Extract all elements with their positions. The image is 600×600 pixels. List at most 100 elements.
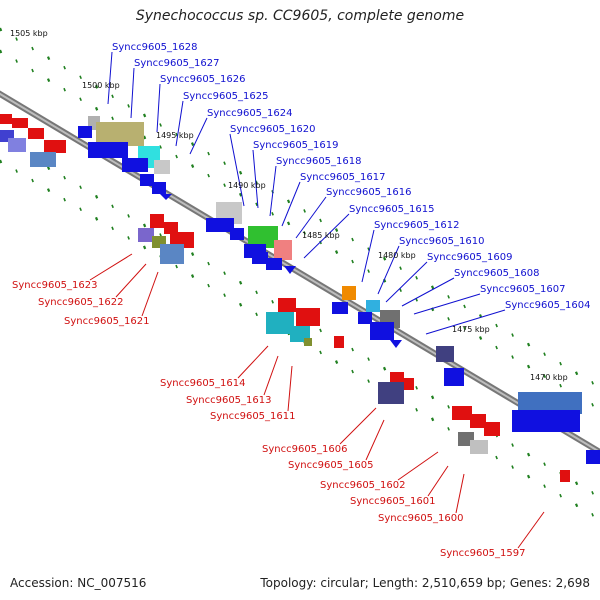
scale-tick bbox=[255, 180, 258, 185]
gene-feature[interactable] bbox=[152, 182, 166, 194]
forward-gene-label[interactable]: Syncc9605_1617 bbox=[300, 172, 386, 183]
gene-feature[interactable] bbox=[470, 414, 486, 428]
scale-tick bbox=[526, 452, 531, 457]
gene-feature[interactable] bbox=[304, 338, 312, 346]
scale-tick bbox=[399, 288, 402, 293]
gene-feature[interactable] bbox=[518, 392, 582, 414]
gene-feature[interactable] bbox=[248, 226, 278, 248]
forward-gene-label[interactable]: Syncc9605_1627 bbox=[134, 58, 220, 69]
reverse-gene-label[interactable]: Syncc9605_1623 bbox=[12, 280, 98, 291]
scale-tick bbox=[463, 304, 466, 309]
gene-feature[interactable] bbox=[370, 322, 394, 340]
scale-tick bbox=[303, 209, 306, 213]
forward-gene-label[interactable]: Syncc9605_1607 bbox=[480, 284, 566, 295]
gene-feature[interactable] bbox=[160, 194, 172, 200]
kbp-label: 1475 kbp bbox=[452, 325, 490, 334]
forward-gene-label[interactable]: Syncc9605_1616 bbox=[326, 187, 412, 198]
gene-feature[interactable] bbox=[44, 140, 66, 153]
reverse-gene-label[interactable]: Syncc9605_1621 bbox=[64, 316, 150, 327]
scale-tick bbox=[286, 199, 291, 204]
scale-tick bbox=[127, 104, 130, 108]
forward-gene-label[interactable]: Syncc9605_1628 bbox=[112, 42, 198, 53]
gene-feature[interactable] bbox=[358, 312, 372, 324]
gene-feature[interactable] bbox=[378, 382, 404, 404]
gene-feature[interactable] bbox=[8, 138, 26, 152]
gene-feature[interactable] bbox=[274, 240, 292, 260]
reverse-gene-label[interactable]: Syncc9605_1614 bbox=[160, 378, 246, 389]
gene-feature[interactable] bbox=[12, 118, 28, 128]
forward-gene-label[interactable]: Syncc9605_1618 bbox=[276, 156, 362, 167]
scale-tick bbox=[94, 194, 99, 199]
gene-feature[interactable] bbox=[138, 228, 154, 242]
gene-feature[interactable] bbox=[266, 312, 294, 334]
scale-tick bbox=[111, 226, 114, 231]
forward-gene-label[interactable]: Syncc9605_1615 bbox=[349, 204, 435, 215]
forward-gene-label[interactable]: Syncc9605_1609 bbox=[427, 252, 513, 263]
reverse-gene-label[interactable]: Syncc9605_1601 bbox=[350, 496, 436, 507]
scale-tick bbox=[334, 228, 339, 232]
scale-tick bbox=[447, 405, 450, 409]
gene-feature[interactable] bbox=[150, 214, 164, 228]
gene-feature[interactable] bbox=[444, 368, 464, 386]
gene-feature[interactable] bbox=[560, 470, 570, 482]
gene-feature[interactable] bbox=[284, 266, 296, 274]
scale-tick bbox=[511, 333, 514, 337]
gene-feature[interactable] bbox=[342, 286, 356, 300]
gene-feature[interactable] bbox=[30, 152, 56, 167]
gene-feature[interactable] bbox=[160, 244, 184, 264]
reverse-gene-label[interactable]: Syncc9605_1611 bbox=[210, 411, 296, 422]
gene-feature[interactable] bbox=[122, 158, 148, 172]
gene-feature[interactable] bbox=[366, 300, 380, 312]
gene-feature[interactable] bbox=[470, 440, 488, 454]
gene-feature[interactable] bbox=[332, 302, 348, 314]
gene-feature[interactable] bbox=[88, 142, 128, 158]
gene-feature[interactable] bbox=[484, 422, 500, 436]
scale-tick bbox=[367, 379, 370, 383]
forward-gene-label[interactable]: Syncc9605_1626 bbox=[160, 74, 246, 85]
forward-gene-label[interactable]: Syncc9605_1619 bbox=[253, 140, 339, 151]
gene-feature[interactable] bbox=[512, 410, 580, 432]
forward-gene-label[interactable]: Syncc9605_1612 bbox=[374, 220, 460, 231]
gene-feature[interactable] bbox=[402, 378, 414, 390]
gene-feature[interactable] bbox=[230, 228, 244, 240]
gene-feature[interactable] bbox=[296, 308, 320, 326]
gene-feature[interactable] bbox=[266, 258, 282, 270]
kbp-label: 1490 kbp bbox=[228, 181, 266, 190]
reverse-gene-label[interactable]: Syncc9605_1597 bbox=[440, 548, 526, 559]
reverse-gene-label[interactable]: Syncc9605_1605 bbox=[288, 460, 374, 471]
gene-feature[interactable] bbox=[252, 252, 268, 264]
reverse-gene-label[interactable]: Syncc9605_1600 bbox=[378, 513, 464, 524]
gene-feature[interactable] bbox=[0, 114, 12, 124]
reverse-gene-label[interactable]: Syncc9605_1613 bbox=[186, 395, 272, 406]
gene-feature[interactable] bbox=[390, 340, 402, 348]
gene-feature[interactable] bbox=[140, 174, 154, 186]
gene-feature[interactable] bbox=[586, 450, 600, 464]
forward-gene-label[interactable]: Syncc9605_1624 bbox=[207, 108, 293, 119]
scale-tick bbox=[223, 183, 226, 187]
scale-tick bbox=[0, 159, 3, 164]
scale-tick bbox=[543, 374, 546, 378]
forward-gene-label[interactable]: Syncc9605_1604 bbox=[505, 300, 591, 311]
reverse-gene-label[interactable]: Syncc9605_1606 bbox=[262, 444, 348, 455]
gene-feature[interactable] bbox=[164, 222, 178, 234]
gene-feature[interactable] bbox=[206, 218, 234, 232]
forward-gene-label[interactable]: Syncc9605_1608 bbox=[454, 268, 540, 279]
reverse-gene-label[interactable]: Syncc9605_1622 bbox=[38, 297, 124, 308]
scale-tick bbox=[526, 364, 531, 369]
reverse-gene-label[interactable]: Syncc9605_1602 bbox=[320, 480, 406, 491]
forward-gene-label[interactable]: Syncc9605_1625 bbox=[183, 91, 269, 102]
gene-feature[interactable] bbox=[452, 406, 472, 420]
forward-gene-label[interactable]: Syncc9605_1610 bbox=[399, 236, 485, 247]
gene-feature[interactable] bbox=[78, 126, 92, 138]
gene-feature[interactable] bbox=[278, 298, 296, 312]
scale-tick bbox=[190, 142, 195, 146]
gene-feature[interactable] bbox=[436, 346, 454, 362]
gene-feature[interactable] bbox=[28, 128, 44, 139]
scale-tick bbox=[286, 221, 291, 226]
scale-tick bbox=[207, 261, 210, 266]
scale-tick bbox=[223, 271, 226, 275]
forward-gene-label[interactable]: Syncc9605_1620 bbox=[230, 124, 316, 135]
scale-tick bbox=[559, 361, 562, 366]
gene-feature[interactable] bbox=[154, 160, 170, 174]
gene-feature[interactable] bbox=[334, 336, 344, 348]
